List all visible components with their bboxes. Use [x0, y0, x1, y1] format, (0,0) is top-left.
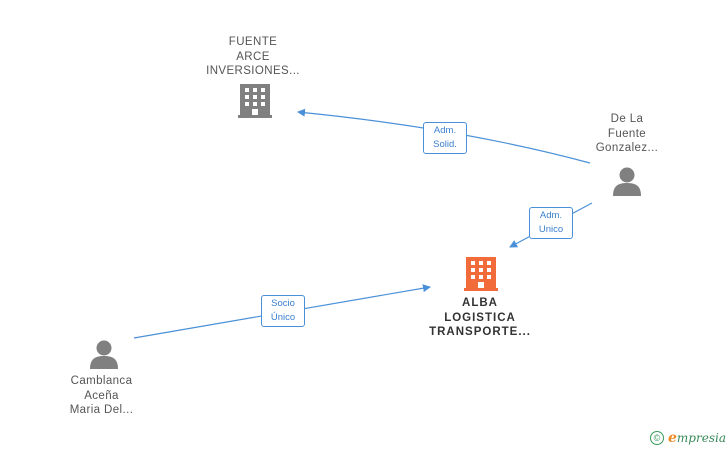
label-line: INVERSIONES...	[206, 65, 300, 77]
label-line: ALBA	[462, 297, 498, 309]
person-icon[interactable]	[613, 167, 641, 197]
edge-label-socio-unico[interactable]: Socio Único	[261, 295, 305, 327]
node-label-alba[interactable]: ALBA LOGISTICA TRANSPORTE...	[410, 296, 550, 340]
edge-label-line: Adm.	[433, 125, 457, 136]
building-icon[interactable]	[464, 257, 498, 291]
edge-label-line: Unico	[538, 224, 564, 235]
building-icon[interactable]	[238, 84, 272, 118]
label-line: Maria Del...	[69, 404, 134, 416]
person-icon[interactable]	[90, 340, 118, 370]
label-line: TRANSPORTE...	[429, 326, 531, 338]
brand-rest: mpresia	[676, 431, 726, 445]
edge-label-line: Adm.	[539, 210, 563, 221]
label-line: Fuente	[607, 127, 647, 140]
copyright-icon: ©	[650, 431, 664, 445]
edge-label-line: Solid.	[433, 139, 457, 150]
brand-initial: e	[668, 430, 677, 446]
edge-label-line: Socio	[271, 298, 295, 309]
node-label-de-la-fuente[interactable]: De La Fuente Gonzalez...	[568, 112, 686, 156]
label-line: LOGISTICA	[444, 311, 516, 324]
label-line: FUENTE	[228, 36, 278, 48]
label-line: De La	[610, 113, 644, 125]
edge-label-adm-solid[interactable]: Adm. Solid.	[423, 122, 467, 154]
node-label-fuente-arce[interactable]: FUENTE ARCE INVERSIONES...	[193, 35, 313, 79]
label-line: Aceña	[84, 389, 119, 402]
label-line: Gonzalez...	[595, 142, 659, 154]
label-line: ARCE	[236, 50, 270, 63]
label-line: Camblanca	[70, 375, 133, 387]
edge-label-adm-unico[interactable]: Adm. Unico	[529, 207, 573, 239]
edge-label-line: Único	[270, 312, 296, 323]
empresia-logo: © empresia	[650, 428, 726, 448]
node-label-camblanca[interactable]: Camblanca Aceña Maria Del...	[44, 374, 159, 418]
brand-wordmark: empresia	[668, 430, 726, 446]
